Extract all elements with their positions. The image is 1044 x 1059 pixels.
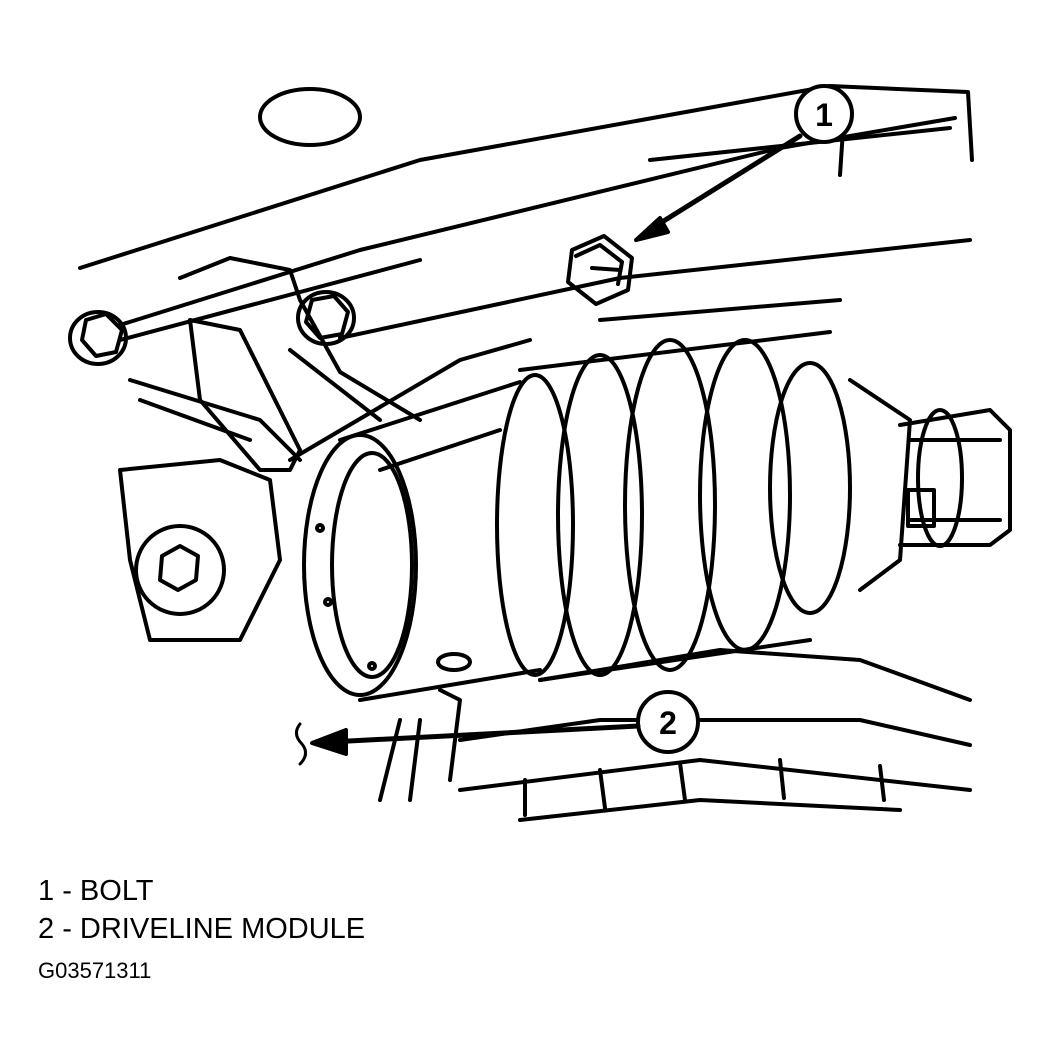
bracket-bolt-right-icon (296, 290, 356, 346)
mount-bracket (128, 256, 532, 472)
legend-item: 2 - DRIVELINE MODULE (38, 910, 365, 948)
legend-number: 2 (38, 913, 55, 945)
legend-separator: - (54, 913, 80, 945)
callout-1-number: 1 (815, 97, 833, 133)
side-mount (118, 458, 282, 642)
legend-label: BOLT (79, 875, 154, 907)
legend-label: DRIVELINE MODULE (79, 913, 366, 945)
bolt-1-icon (566, 234, 634, 306)
bracket-bolt-left-icon (68, 310, 128, 366)
driveline-illustration: 1 2 (68, 84, 1012, 822)
callout-2-number: 2 (659, 705, 677, 741)
callout-1: 1 (634, 84, 854, 242)
legend-number: 1 (38, 875, 55, 907)
callout-2: 2 (295, 690, 700, 766)
figure-code: G03571311 (38, 958, 152, 983)
side-bolt-icon (158, 544, 200, 592)
legend-separator: - (54, 875, 80, 907)
driveline-housing (302, 380, 542, 702)
legend-item: 1 - BOLT (38, 872, 365, 910)
axle-shaft (898, 408, 1012, 548)
access-hole (258, 87, 362, 147)
cv-boot (495, 330, 912, 682)
legend: 1 - BOLT 2 - DRIVELINE MODULE (38, 872, 365, 948)
